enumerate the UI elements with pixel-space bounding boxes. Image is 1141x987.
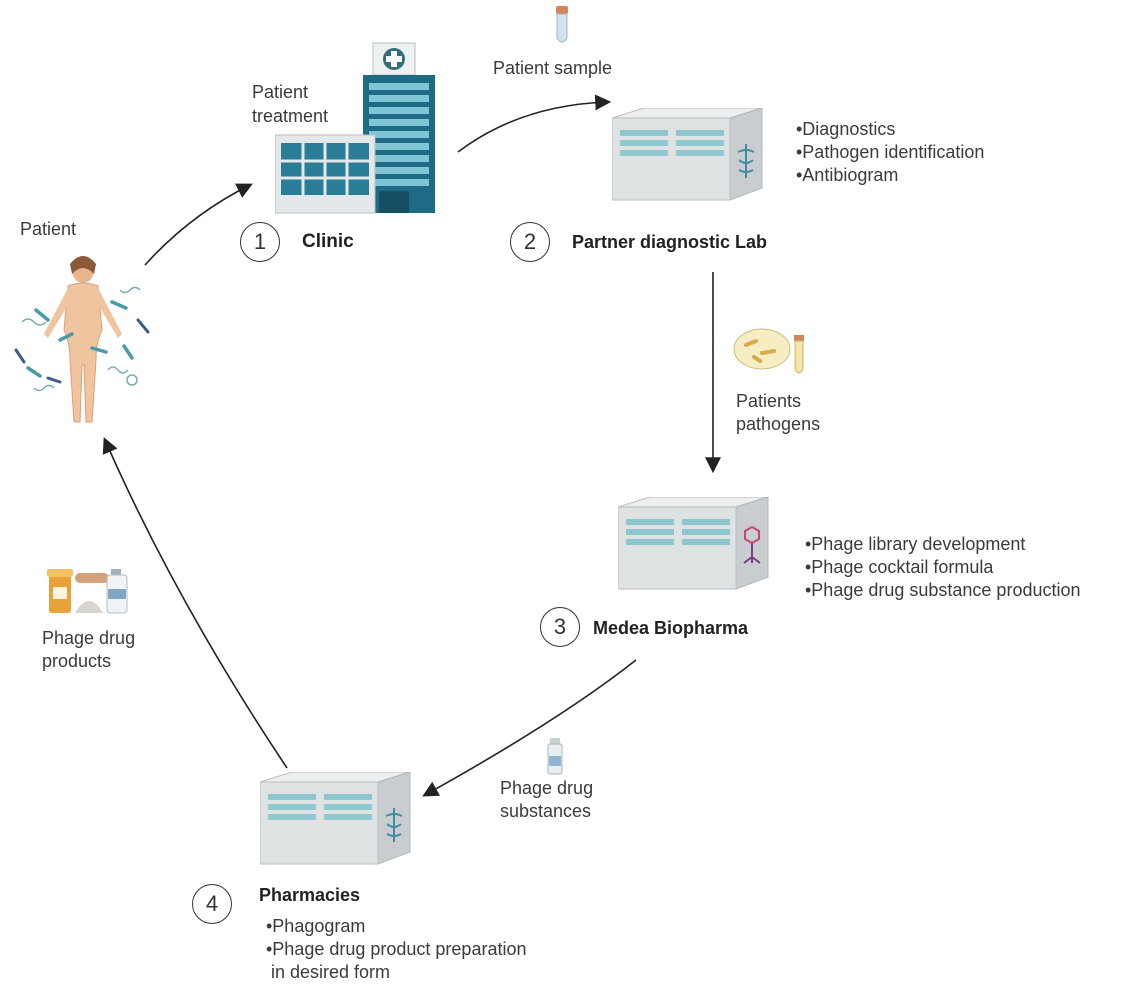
pharmacies-task: •Phage drug product preparation: [266, 939, 527, 959]
clinic-building-icon: [275, 42, 435, 214]
sample-tube-icon: [556, 6, 568, 43]
pathogens-label: Patients pathogens: [736, 390, 820, 436]
biopharma-task: •Phage drug substance production: [805, 580, 1081, 600]
petri-dish-icon: [733, 328, 804, 374]
lab-step-number: 2: [510, 222, 550, 262]
pharmacies-step-number: 4: [192, 884, 232, 924]
substances-label-line-1: Phage drug: [500, 778, 594, 798]
pathogens-label-line-1: Patients: [736, 391, 802, 411]
pharmacies-building-icon: [260, 772, 411, 865]
pathogens-label-line-2: pathogens: [736, 414, 821, 434]
clinic-name: Clinic: [302, 231, 354, 252]
products-label: Phage drug products: [42, 627, 135, 673]
lab-task: •Pathogen identification: [796, 142, 985, 162]
biopharma-task: •Phage library development: [805, 534, 1026, 554]
clinic-caption-line-2: treatment: [252, 106, 329, 126]
arrow-patient-to-clinic: [144, 183, 253, 266]
clinic-step-number: 1: [240, 222, 280, 262]
substance-vial-icon: [547, 738, 563, 775]
biopharma-name: Medea Biopharma: [593, 618, 749, 638]
biopharma-building-icon: [618, 497, 769, 590]
lab-task: •Antibiogram: [796, 165, 899, 185]
arrow-pharmacies-to-patient: [102, 437, 288, 769]
substances-label-line-2: substances: [500, 801, 592, 821]
lab-tasks: •Diagnostics •Pathogen identification •A…: [796, 118, 984, 187]
lab-building-icon: [612, 108, 763, 201]
lab-task: •Diagnostics: [796, 119, 896, 139]
clinic-caption: Patient treatment: [252, 80, 328, 128]
substances-label: Phage drug substances: [500, 777, 593, 823]
patient-icon: [14, 256, 150, 423]
drug-products-icon: [47, 569, 128, 614]
pharmacies-tasks: •Phagogram •Phage drug product preparati…: [266, 915, 526, 984]
biopharma-tasks: •Phage library development •Phage cockta…: [805, 533, 1081, 602]
arrow-biopharma-to-pharmacies: [422, 659, 637, 797]
arrow-clinic-to-lab: [457, 94, 612, 153]
sample-label: Patient sample: [493, 58, 613, 78]
pharmacies-name: Pharmacies: [259, 885, 361, 905]
patient-label: Patient: [20, 219, 77, 239]
biopharma-task: •Phage cocktail formula: [805, 557, 994, 577]
clinic-caption-line-1: Patient: [252, 82, 309, 102]
products-label-line-2: products: [42, 651, 112, 671]
biopharma-step-number: 3: [540, 607, 580, 647]
products-label-line-1: Phage drug: [42, 628, 136, 648]
pharmacies-task: in desired form: [266, 962, 391, 982]
lab-name: Partner diagnostic Lab: [572, 232, 768, 252]
pharmacies-task: •Phagogram: [266, 916, 366, 936]
